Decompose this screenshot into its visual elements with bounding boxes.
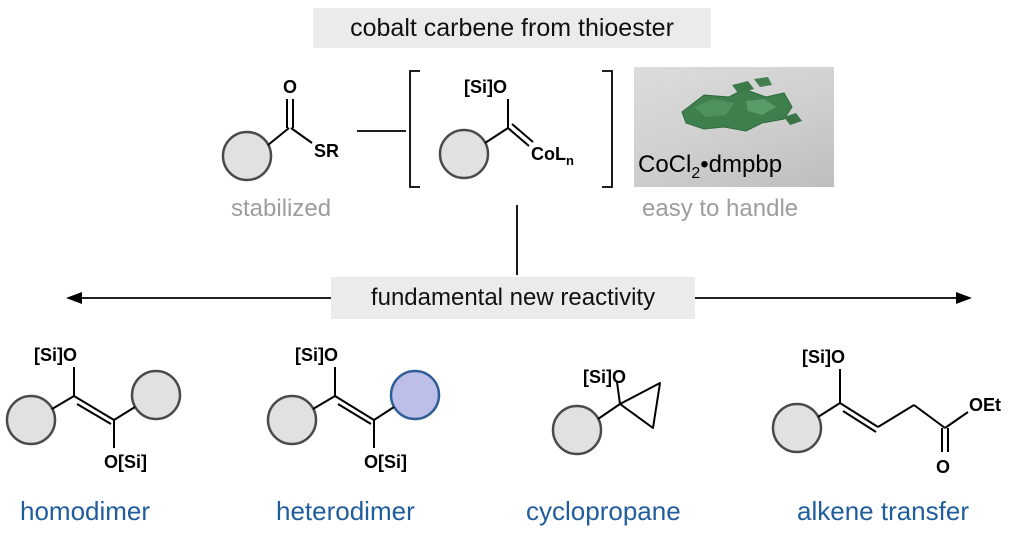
heterodimer-bottom-label: O[Si] [364,452,407,472]
substrate-circle [771,402,823,454]
caption-cyclopropane: cyclopropane [526,496,681,526]
scheme-title: cobalt carbene from thioester [313,8,711,48]
arrow-head-left [66,292,82,304]
caption-heterodimer: heterodimer [276,496,415,526]
alkene-oet-label: OEt [969,395,1001,415]
thioester-o-label: O [283,77,297,97]
substrate-circle [5,394,57,446]
alkene-transfer-structure: [Si]O OEt O [771,347,1001,477]
carbene-co-label: CoLn [531,144,574,168]
substrate-circle [130,369,182,421]
heterodimer-top-label: [Si]O [295,345,338,365]
caption-homodimer: homodimer [20,496,151,526]
cyclopropane-top-label: [Si]O [583,367,626,387]
thioester-sr-label: SR [314,141,339,161]
partner-circle [389,369,441,421]
homodimer-top-label: [Si]O [34,345,77,365]
thioester-structure: O SR [221,77,339,182]
substrate-circle [266,394,318,446]
arrow-head-right [956,292,972,304]
green-powder-image [681,77,802,132]
thioester-caption: stabilized [231,195,332,222]
substrate-circle [551,404,603,456]
cobalt-carbene-structure: [Si]O CoLn [438,77,574,180]
alkene-o-label: O [936,457,950,477]
alkene-top-label: [Si]O [802,347,845,367]
caption-alkene-transfer: alkene transfer [797,496,969,526]
reactivity-label: fundamental new reactivity [331,277,695,319]
bracket-right [602,70,613,188]
substrate-circle [438,128,490,180]
bracket-left [409,70,420,188]
substrate-circle [221,130,273,182]
catalyst-formula: CoCl2•dmpbp [638,151,783,182]
homodimer-bottom-label: O[Si] [104,452,147,472]
heterodimer-structure: [Si]O O[Si] [266,345,441,472]
homodimer-structure: [Si]O O[Si] [5,345,182,472]
carbene-sio-label: [Si]O [464,77,507,97]
cyclopropane-structure: [Si]O [551,367,661,456]
photo-caption: easy to handle [642,195,799,222]
catalyst-photo: CoCl2•dmpbp [634,67,834,187]
